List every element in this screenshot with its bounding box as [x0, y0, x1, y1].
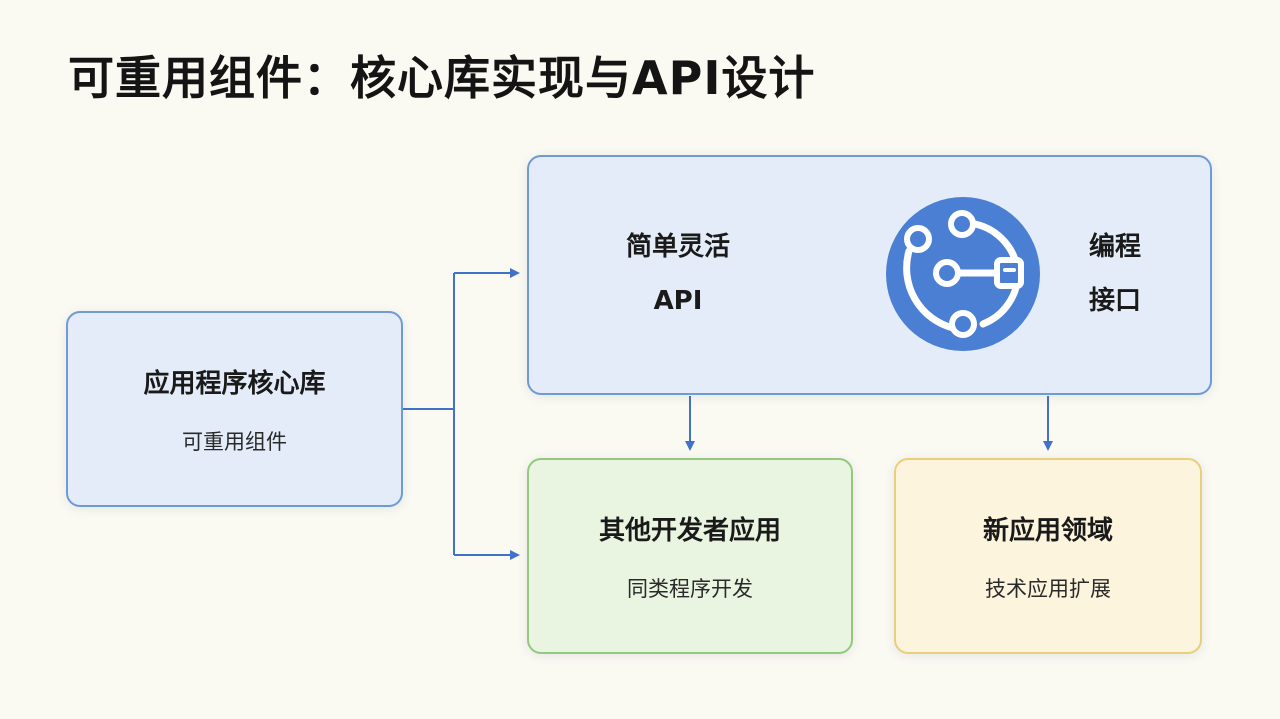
- other-developers-subtitle: 同类程序开发: [627, 576, 753, 601]
- core-branch-connector: [403, 268, 520, 560]
- core-library-box: 应用程序核心库 可重用组件: [66, 311, 403, 507]
- new-domain-box: 新应用领域 技术应用扩展: [894, 458, 1202, 654]
- other-developers-title: 其他开发者应用: [598, 515, 781, 546]
- other-developers-box: 其他开发者应用 同类程序开发: [527, 458, 853, 654]
- api-label: 简单灵活 API: [598, 220, 758, 328]
- programming-interface-label: 编程 接口: [1060, 220, 1170, 328]
- core-library-subtitle: 可重用组件: [182, 429, 287, 454]
- new-domain-title: 新应用领域: [982, 515, 1113, 546]
- api-label-line2: API: [653, 286, 703, 316]
- page-title: 可重用组件：核心库实现与API设计: [68, 51, 816, 105]
- api-box: [527, 155, 1212, 395]
- api-label-line1: 简单灵活: [625, 232, 730, 262]
- api-network-icon: [886, 197, 1040, 351]
- programming-label-line1: 编程: [1088, 232, 1141, 262]
- core-library-title: 应用程序核心库: [143, 368, 326, 399]
- new-domain-subtitle: 技术应用扩展: [985, 576, 1111, 601]
- programming-label-line2: 接口: [1088, 286, 1141, 316]
